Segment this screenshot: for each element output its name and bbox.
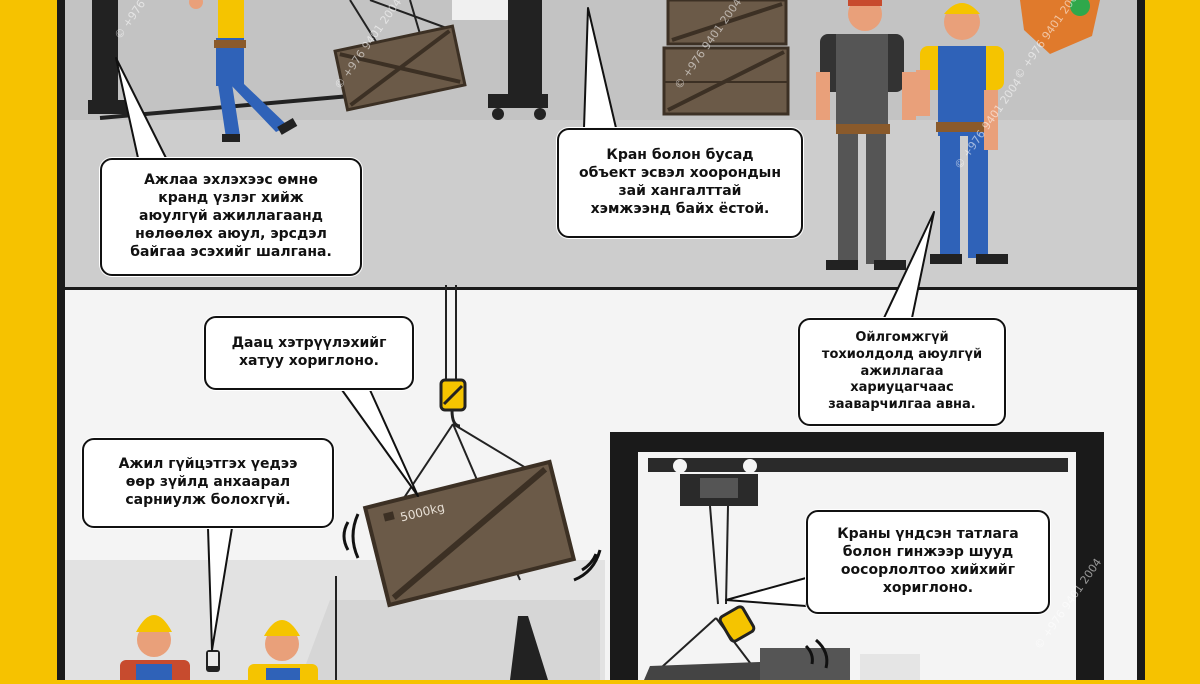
crane-column-top [452, 0, 548, 120]
gantry-crane [610, 432, 1104, 680]
worker-dark [816, 0, 916, 270]
bubble-no-direct-hoist: Краны үндсэн татлага болон гинжээр шууд … [806, 510, 1050, 614]
stacked-crates [662, 0, 790, 116]
hook-and-crate: 5000kg [342, 285, 602, 608]
worker-blue [916, 3, 1008, 264]
suspended-crate-top [333, 0, 467, 112]
orange-package [1020, 0, 1100, 54]
bubble-no-overload: Даац хэтрүүлэхийг хатуу хориглоно. [204, 316, 414, 390]
bubble-ask-instruction: Ойлгомжгүй тохиолдолд аюулгүй ажиллагаа … [798, 318, 1006, 426]
bubble-no-distraction: Ажил гүйцэтгэх үедээ өөр зүйлд анхаарал … [82, 438, 334, 528]
worker-walking [189, 0, 298, 142]
bubble-inspect-before-work: Ажлаа эхлэхээс өмнө кранд үзлэг хийж аюу… [100, 158, 362, 276]
bubble-keep-distance: Кран болон бусад объект эсвэл хоорондын … [557, 128, 803, 238]
